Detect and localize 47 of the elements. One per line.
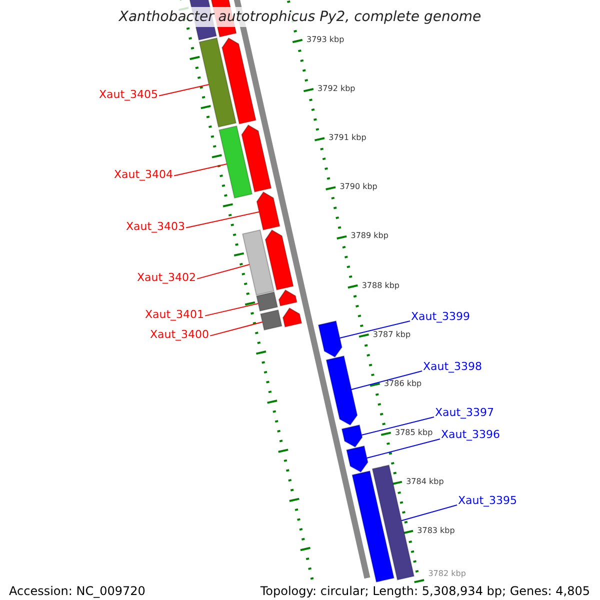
gene-label: Xaut_3400	[150, 328, 210, 341]
gene-feature	[242, 229, 274, 296]
accession-text: Accession: NC_009720	[9, 584, 146, 598]
leader-line	[350, 370, 422, 390]
gene-label: Xaut_3402	[137, 271, 196, 284]
gene-feature	[346, 445, 368, 473]
position-label: 3788 kbp	[362, 280, 400, 290]
leader-line	[400, 504, 458, 522]
position-label: 3786 kbp	[384, 378, 422, 388]
position-label: 3783 kbp	[417, 526, 455, 535]
gene-label: Xaut_3404	[114, 168, 174, 181]
position-label: 3791 kbp	[328, 133, 366, 142]
position-label: 3792 kbp	[318, 84, 356, 94]
position-label: 3784 kbp	[406, 476, 444, 486]
gene-label: Xaut_3395	[458, 494, 518, 507]
leader-line	[196, 264, 250, 280]
gene-feature	[256, 291, 278, 312]
gene-feature	[222, 37, 256, 124]
leader-line	[174, 163, 228, 176]
leader-line	[210, 321, 263, 336]
gene-label: Xaut_3399	[411, 310, 470, 323]
gene-label: Xaut_3398	[423, 360, 482, 373]
gene-label: Xaut_3401	[145, 308, 204, 321]
leader-line	[361, 416, 434, 436]
leader-line	[204, 302, 259, 316]
gene-feature	[282, 307, 302, 328]
position-label: 3785 kbp	[395, 428, 433, 437]
gene-feature	[256, 191, 280, 230]
position-label: 3787 kbp	[372, 330, 411, 339]
leader-line	[186, 211, 260, 228]
gene-feature	[198, 37, 237, 128]
gene-label: Xaut_3403	[126, 220, 186, 233]
position-label: 3782 kbp	[428, 569, 466, 578]
genome-stats-text: Topology: circular; Length: 5,308,934 bp; Genes: 4,805	[260, 584, 590, 598]
gene-label: Xaut_3396	[441, 428, 500, 441]
gene-feature	[260, 309, 282, 331]
position-label: 3793 kbp	[306, 35, 344, 44]
gene-feature	[318, 320, 342, 358]
gene-label: Xaut_3397	[435, 406, 494, 419]
gene-feature	[218, 125, 253, 199]
position-label: 3789 kbp	[350, 231, 388, 240]
gene-feature	[352, 470, 395, 583]
gene-feature	[341, 424, 363, 448]
leader-line	[339, 320, 410, 339]
gene-label: Xaut_3405	[99, 88, 158, 101]
position-label: 3790 kbp	[340, 182, 378, 192]
leader-line	[366, 438, 440, 459]
